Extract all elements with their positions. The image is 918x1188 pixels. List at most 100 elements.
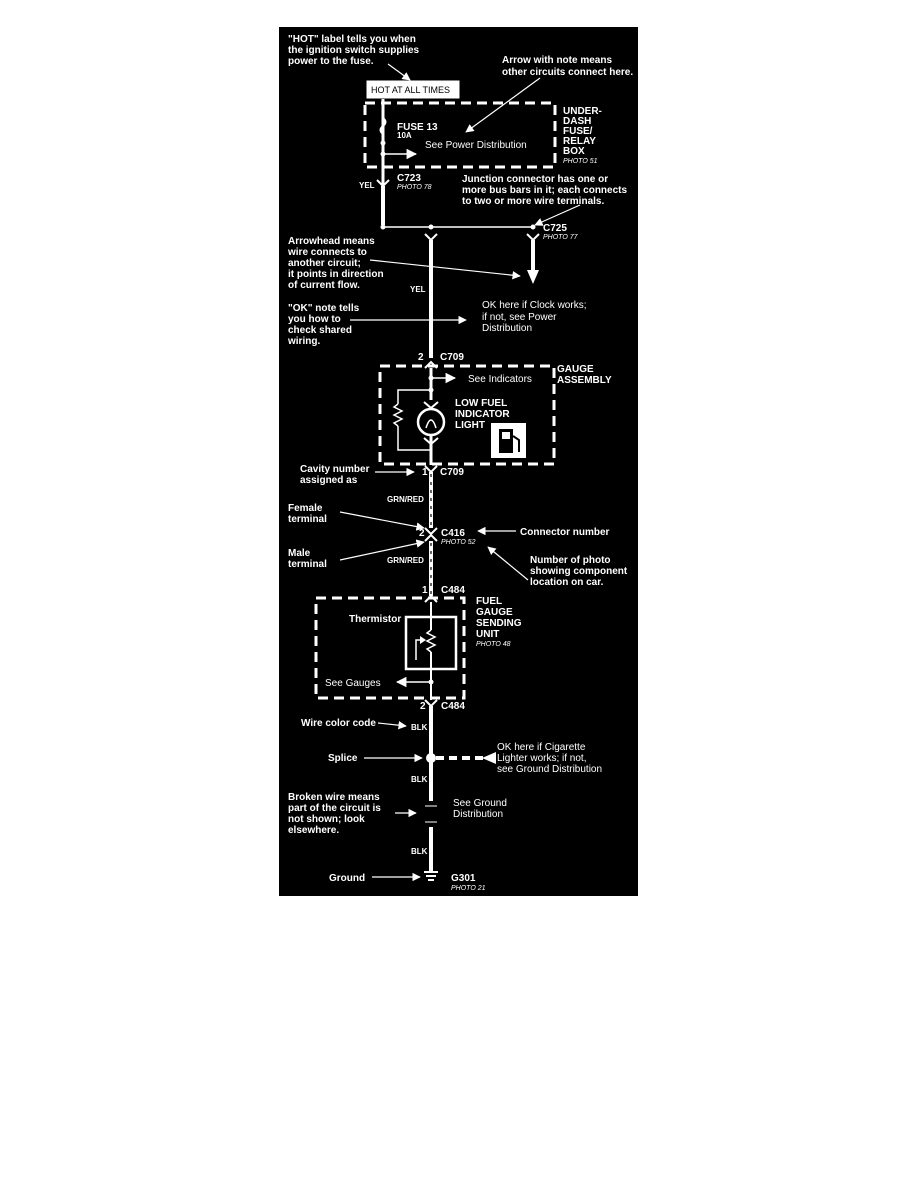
annotation-female-1: Female bbox=[288, 503, 323, 514]
wire-segment bbox=[377, 721, 407, 730]
annotation-male-2: terminal bbox=[288, 559, 327, 570]
annotation-photo-number-2: showing component bbox=[530, 566, 628, 577]
annotation-broken-2: part of the circuit is bbox=[288, 803, 381, 814]
annotation-hot-3: power to the fuse. bbox=[288, 56, 374, 67]
wire-segment bbox=[425, 629, 437, 653]
gauges-see-note: See Gauges bbox=[325, 678, 381, 689]
annotation-connector-number: Connector number bbox=[520, 527, 610, 538]
ok-lighter-3: see Ground Distribution bbox=[497, 764, 602, 775]
annotation-arrow-note-1: Arrow with note means bbox=[502, 55, 612, 66]
c484-bot-cavity: 2 bbox=[420, 701, 426, 712]
sending-unit-outline bbox=[314, 596, 466, 700]
annotation-cavity-1: Cavity number bbox=[300, 464, 370, 475]
annotation-arrowhead-3: another circuit; bbox=[288, 258, 361, 269]
c709-bot-label: C709 bbox=[440, 467, 464, 478]
gauge-assembly-line1: GAUGE bbox=[557, 364, 594, 375]
fuse-box-line3: FUSE/ bbox=[563, 126, 593, 137]
wire-segment bbox=[482, 752, 496, 764]
c416-photo: PHOTO 52 bbox=[441, 539, 476, 546]
c723-label: C723 bbox=[397, 173, 421, 184]
light-label-2: INDICATOR bbox=[455, 409, 510, 420]
see-ground-2: Distribution bbox=[453, 809, 503, 820]
c725-label: C725 bbox=[543, 223, 567, 234]
wire-segment bbox=[369, 259, 521, 280]
wire-blk-3: BLK bbox=[411, 847, 428, 856]
see-ground-1: See Ground bbox=[453, 798, 507, 809]
splice-dot bbox=[426, 753, 436, 763]
diagram-panel bbox=[279, 27, 638, 896]
fuel-pump-icon bbox=[491, 423, 526, 458]
c709-top-cavity: 2 bbox=[418, 352, 424, 363]
fuse-name: FUSE 13 bbox=[397, 122, 438, 133]
wire-segment bbox=[487, 546, 529, 581]
ground-icon bbox=[424, 871, 438, 881]
fuse-box-line5: BOX bbox=[563, 146, 585, 157]
wire-segment bbox=[420, 636, 426, 644]
fuse-box-photo: PHOTO 51 bbox=[563, 158, 598, 165]
annotation-broken-3: not shown; look bbox=[288, 814, 365, 825]
wire-segment bbox=[397, 426, 431, 451]
wire-segment bbox=[527, 270, 539, 284]
ok-lighter-1: OK here if Cigarette bbox=[497, 742, 586, 753]
wire-segment bbox=[530, 224, 536, 230]
annotation-ok-note-4: wiring. bbox=[287, 336, 320, 347]
annotation-arrowhead-2: wire connects to bbox=[287, 247, 367, 258]
wire-segment bbox=[425, 419, 437, 429]
light-label-1: LOW FUEL bbox=[455, 398, 507, 409]
light-label-3: LIGHT bbox=[455, 420, 485, 431]
wire-blk-1: BLK bbox=[411, 723, 428, 732]
thermistor-label: Thermistor bbox=[349, 614, 401, 625]
annotation-ok-note-1: "OK" note tells bbox=[288, 303, 360, 314]
wire-segment bbox=[380, 224, 386, 230]
wire-segment bbox=[534, 204, 581, 226]
annotation-female-2: terminal bbox=[288, 514, 327, 525]
fuse-box-line2: DASH bbox=[563, 116, 591, 127]
sending-unit-line4: UNIT bbox=[476, 629, 499, 640]
wire-yel-1: YEL bbox=[359, 181, 375, 190]
sending-unit-photo: PHOTO 48 bbox=[476, 641, 511, 648]
annotation-broken-1: Broken wire means bbox=[288, 792, 380, 803]
annotation-photo-number-1: Number of photo bbox=[530, 555, 611, 566]
wire-segment bbox=[387, 63, 411, 81]
sending-unit-line3: SENDING bbox=[476, 618, 522, 629]
c484-bot-label: C484 bbox=[441, 701, 465, 712]
annotation-arrow-note-2: other circuits connect here. bbox=[502, 67, 633, 78]
hot-label: HOT AT ALL TIMES bbox=[365, 79, 461, 100]
wire-segment bbox=[428, 224, 434, 230]
c484-top-label: C484 bbox=[441, 585, 465, 596]
wire-yel-2: YEL bbox=[410, 285, 426, 294]
annotation-junction-2: more bus bars in it; each connects bbox=[462, 185, 627, 196]
gauge-assembly-line2: ASSEMBLY bbox=[557, 375, 612, 386]
wire-segment bbox=[397, 389, 431, 404]
c416-label: C416 bbox=[441, 528, 465, 539]
annotation-arrowhead-1: Arrowhead means bbox=[288, 236, 375, 247]
sending-unit-line2: GAUGE bbox=[476, 607, 513, 618]
ok-clock-3: Distribution bbox=[482, 323, 532, 334]
fuse-box-line4: RELAY bbox=[563, 136, 596, 147]
wire-segment bbox=[379, 117, 387, 135]
gauge-see-note: See Indicators bbox=[468, 374, 532, 385]
fuse-see-note: See Power Distribution bbox=[425, 140, 527, 151]
annotation-junction-1: Junction connector has one or bbox=[462, 174, 608, 185]
annotation-ground: Ground bbox=[329, 873, 365, 884]
hot-label-text: HOT AT ALL TIMES bbox=[371, 85, 450, 95]
annotation-hot-2: the ignition switch supplies bbox=[288, 45, 420, 56]
c416-cavity: 2 bbox=[419, 528, 425, 539]
fuse-rating: 10A bbox=[397, 131, 412, 140]
wire-segment bbox=[392, 403, 404, 427]
fuse-box-line1: UNDER- bbox=[563, 106, 602, 117]
c484-top-cavity: 1 bbox=[422, 585, 428, 596]
gauge-assembly-outline bbox=[378, 364, 556, 466]
c709-top-label: C709 bbox=[440, 352, 464, 363]
wire-segment bbox=[424, 533, 438, 542]
ok-clock-1: OK here if Clock works; bbox=[482, 300, 586, 311]
annotation-junction-3: to two or more wire terminals. bbox=[462, 196, 604, 207]
wire-segment bbox=[339, 539, 425, 561]
annotation-arrowhead-5: of current flow. bbox=[288, 280, 360, 291]
wire-grnred-1: GRN/RED bbox=[387, 495, 424, 504]
ground-photo: PHOTO 21 bbox=[451, 885, 486, 892]
c725-photo: PHOTO 77 bbox=[543, 234, 579, 241]
wire-blk-2: BLK bbox=[411, 775, 428, 784]
wire-grnred-2: GRN/RED bbox=[387, 556, 424, 565]
